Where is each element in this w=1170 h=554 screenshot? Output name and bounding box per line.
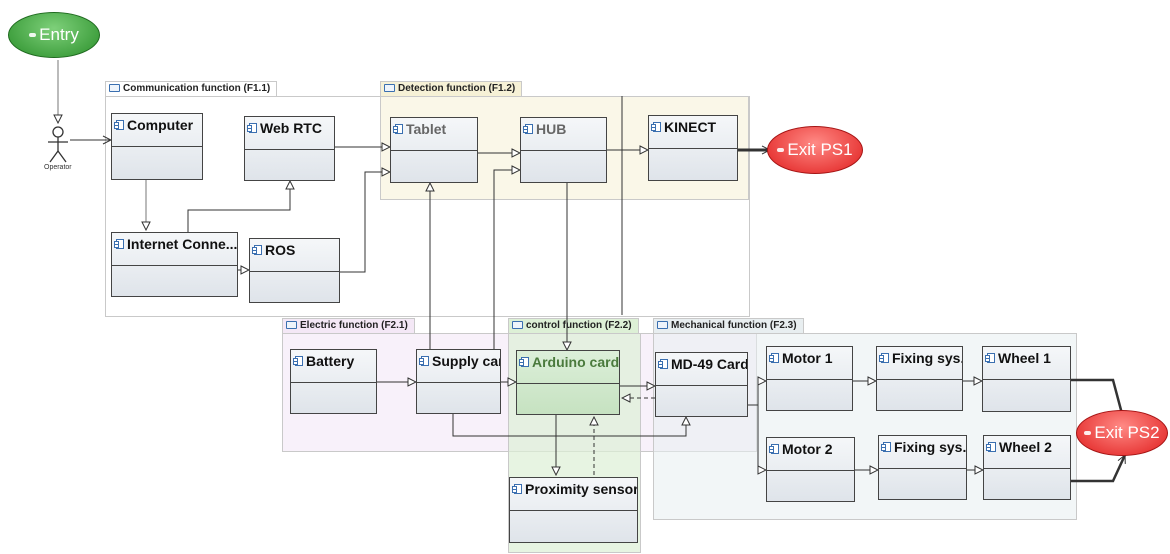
folder-icon [109,84,120,92]
block-computer-label: Computer [127,117,194,133]
component-icon [985,353,995,363]
block-ros[interactable]: ROS [249,238,340,303]
block-fixing1-label: Fixing sys... [892,350,962,366]
exit-ps1-node[interactable]: Exit PS1 [767,126,863,174]
exit-icon [1084,431,1092,435]
entry-icon [29,33,37,37]
region-control-tab[interactable]: control function (F2.2) [508,318,639,333]
exit-icon [777,148,785,152]
block-wheel1-label: Wheel 1 [998,350,1051,366]
component-icon [986,442,996,452]
block-wheel2-label: Wheel 2 [999,439,1052,455]
block-ros-label: ROS [265,242,296,258]
wire-supply-hub [493,170,520,376]
component-icon [519,357,529,367]
region-detection-label: Detection function (F1.2) [398,83,516,94]
component-icon [658,359,668,369]
component-icon [114,239,124,249]
region-communication-label: Communication function (F1.1) [123,83,271,94]
wire-ros-tablet [340,172,390,273]
exit-ps2-node[interactable]: Exit PS2 [1076,410,1168,456]
wire-md49-motor2 [748,404,766,470]
component-icon [512,484,522,494]
block-webrtc-label: Web RTC [260,120,322,136]
block-motor2[interactable]: Motor 2 [766,437,855,502]
block-webrtc[interactable]: Web RTC [244,116,335,181]
block-battery[interactable]: Battery [290,349,377,414]
operator-label: Operator [44,164,72,171]
block-wheel2[interactable]: Wheel 2 [983,435,1071,500]
component-icon [879,353,889,363]
block-kinect[interactable]: KINECT [648,115,738,181]
block-tablet[interactable]: Tablet [390,117,478,183]
folder-icon [512,321,523,329]
region-mechanical-label: Mechanical function (F2.3) [671,320,797,331]
wire-md49-motor1 [748,381,766,406]
entry-label: Entry [39,25,79,44]
block-fixing2-label: Fixing sys... [894,439,966,455]
block-motor1[interactable]: Motor 1 [766,346,853,411]
block-battery-label: Battery [306,353,355,369]
block-computer[interactable]: Computer [111,113,203,180]
block-internet[interactable]: Internet Conne... [111,232,238,297]
block-hub[interactable]: HUB [520,117,607,183]
region-mechanical-tab[interactable]: Mechanical function (F2.3) [653,318,804,333]
block-arduino[interactable]: Arduino card [516,350,620,415]
folder-icon [286,321,297,329]
block-proximity-label: Proximity sensors [525,481,637,497]
block-kinect-label: KINECT [664,119,717,135]
block-wheel1[interactable]: Wheel 1 [982,346,1071,412]
exit-ps2-label: Exit PS2 [1094,423,1160,442]
component-icon [252,245,262,255]
block-md49[interactable]: MD-49 Card [655,352,748,417]
component-icon [247,123,257,133]
folder-icon [384,84,395,92]
folder-icon [657,321,668,329]
operator-icon [48,126,68,163]
component-icon [769,444,779,454]
wire-supply-md49 [452,414,686,437]
component-icon [293,356,303,366]
block-arduino-label: Arduino card [532,354,619,370]
region-communication-tab[interactable]: Communication function (F1.1) [105,81,278,96]
component-icon [881,442,891,452]
block-fixing1[interactable]: Fixing sys... [876,346,963,411]
block-md49-label: MD-49 Card [671,356,747,372]
block-motor2-label: Motor 2 [782,441,833,457]
component-icon [419,356,429,366]
exit-ps1-label: Exit PS1 [787,140,853,159]
block-tablet-label: Tablet [406,121,447,137]
wire-internet-webrtc [187,181,290,233]
component-icon [393,124,403,134]
block-internet-label: Internet Conne... [127,236,237,252]
block-proximity[interactable]: Proximity sensors [509,477,638,543]
region-electric-label: Electric function (F2.1) [300,320,408,331]
component-icon [114,120,124,130]
component-icon [651,122,661,132]
region-electric-tab[interactable]: Electric function (F2.1) [282,318,415,333]
region-control-label: control function (F2.2) [526,320,632,331]
block-fixing2[interactable]: Fixing sys... [878,435,967,500]
region-detection-tab[interactable]: Detection function (F1.2) [380,81,523,96]
block-supply-label: Supply card [432,353,500,369]
block-motor1-label: Motor 1 [782,350,833,366]
block-hub-label: HUB [536,121,567,137]
wire-wheel2-exit2 [1071,455,1127,483]
entry-node[interactable]: Entry [8,12,100,58]
component-icon [769,353,779,363]
block-supply[interactable]: Supply card [416,349,501,414]
component-icon [523,124,533,134]
